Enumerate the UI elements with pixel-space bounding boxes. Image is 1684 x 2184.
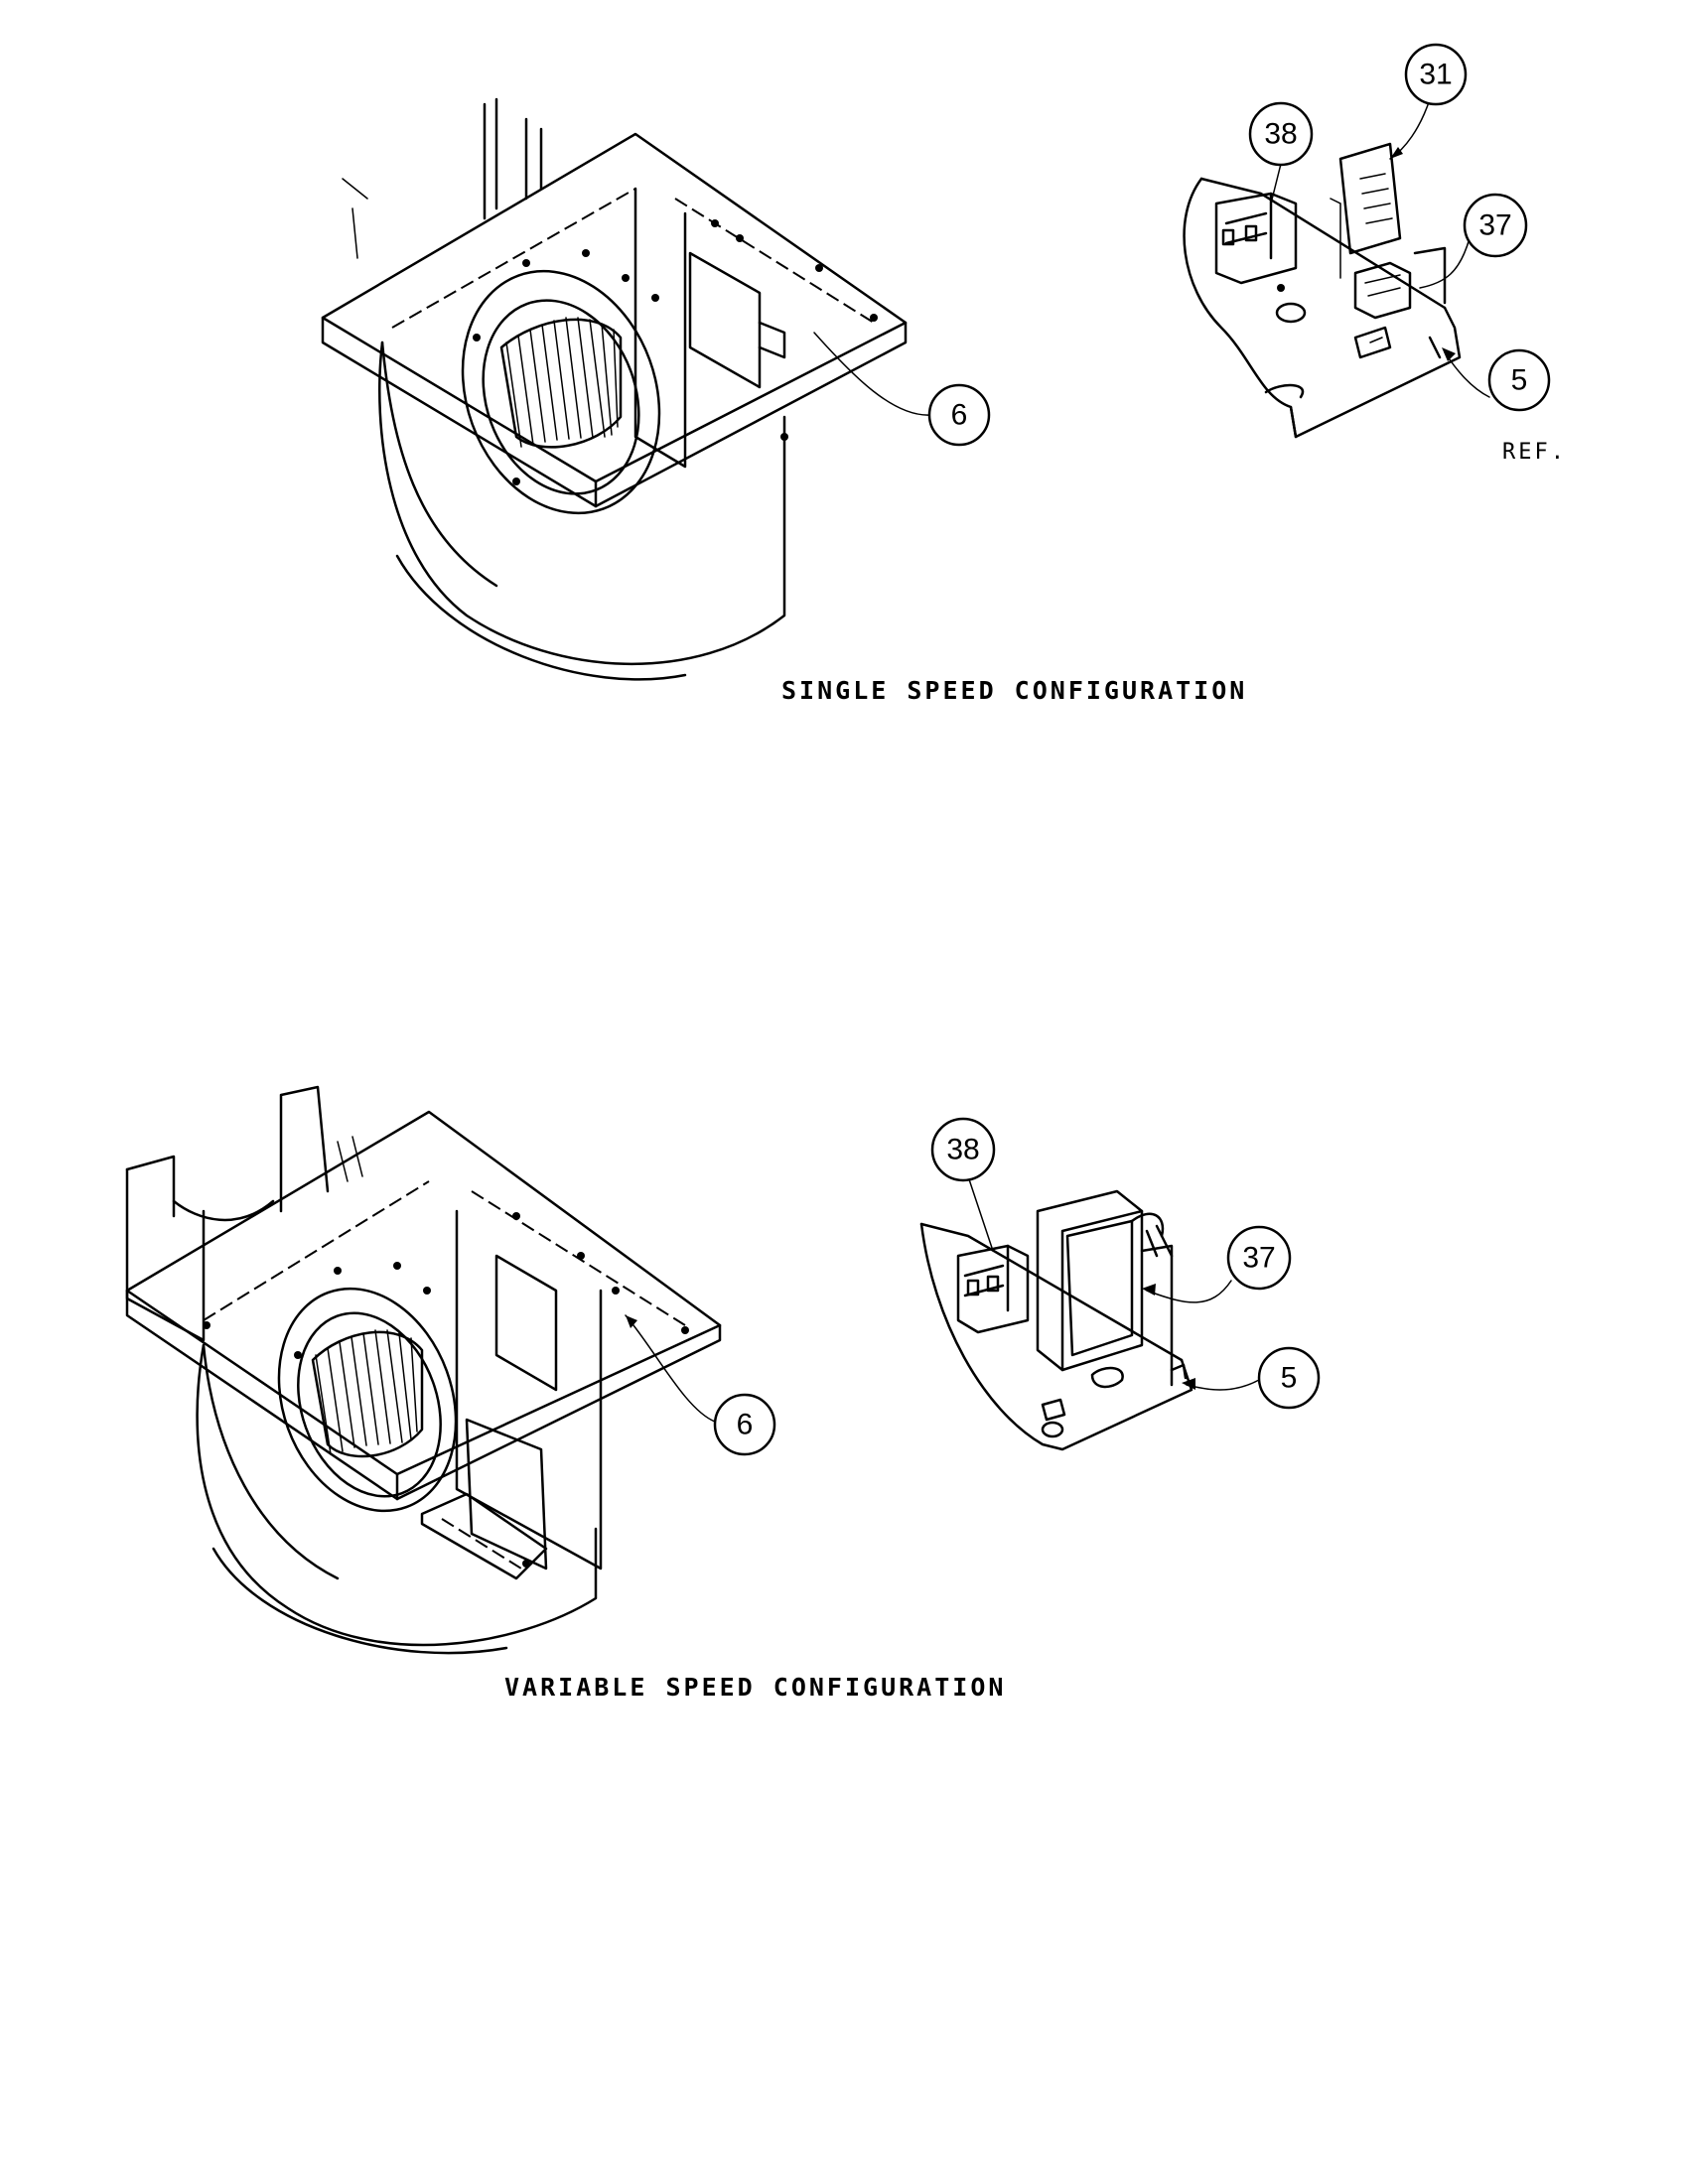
svg-text:37: 37 bbox=[1478, 209, 1511, 242]
callout-37-variable: 37 bbox=[1142, 1225, 1292, 1303]
callout-38-variable: 38 bbox=[930, 1117, 996, 1252]
caption-single-speed: SINGLE SPEED CONFIGURATION bbox=[781, 676, 1247, 705]
svg-text:5: 5 bbox=[1281, 1362, 1298, 1395]
svg-text:5: 5 bbox=[1511, 364, 1528, 397]
caption-variable-speed: VARIABLE SPEED CONFIGURATION bbox=[504, 1673, 1006, 1702]
svg-text:31: 31 bbox=[1419, 59, 1452, 91]
svg-text:38: 38 bbox=[1264, 118, 1297, 151]
callout-6-variable: 6 bbox=[625, 1314, 776, 1456]
blower-assembly-single-speed bbox=[321, 97, 908, 681]
callout-31: 31 bbox=[1389, 43, 1468, 160]
blower-wheel bbox=[499, 317, 623, 449]
callout-37-single: 37 bbox=[1419, 193, 1528, 289]
svg-text:38: 38 bbox=[946, 1134, 979, 1166]
callout-5-variable: 5 bbox=[1182, 1346, 1321, 1410]
blower-wheel-variable bbox=[311, 1329, 424, 1458]
svg-text:37: 37 bbox=[1242, 1242, 1275, 1275]
ref-note: REF. bbox=[1502, 440, 1567, 465]
callout-38-single: 38 bbox=[1248, 101, 1314, 205]
callout-6-single: 6 bbox=[813, 332, 991, 447]
callout-5-single: 5 bbox=[1442, 347, 1551, 412]
control-box-variable-speed bbox=[919, 1189, 1193, 1451]
svg-text:6: 6 bbox=[737, 1409, 754, 1441]
svg-text:6: 6 bbox=[951, 399, 968, 432]
blower-assembly-variable-speed bbox=[125, 1085, 722, 1655]
control-box-single-speed bbox=[1183, 142, 1462, 439]
